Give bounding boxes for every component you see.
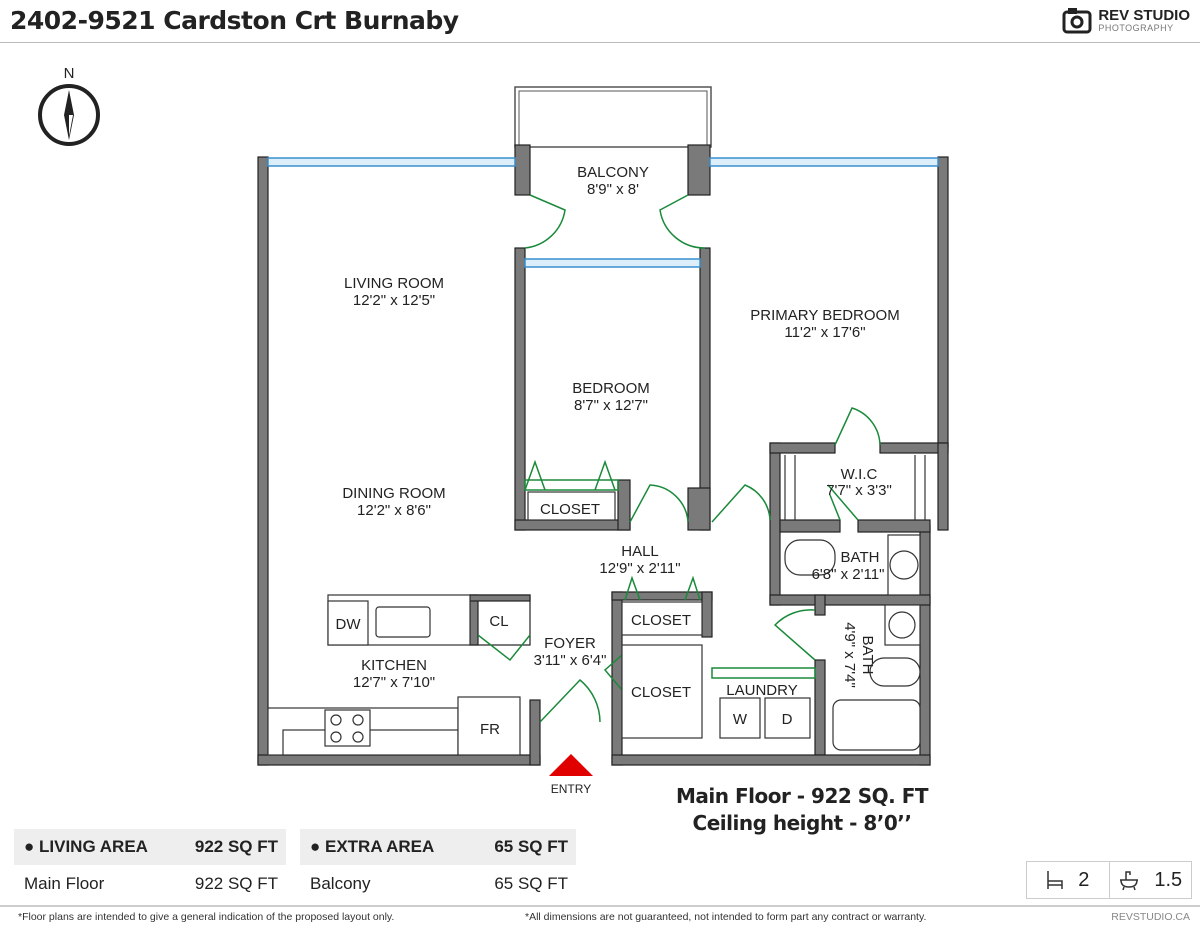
header-divider [0, 42, 1200, 43]
dishwasher-label: DW [336, 616, 362, 633]
room-name-hall: HALL [621, 543, 659, 560]
entry-arrow-icon [549, 754, 593, 776]
room-dims-kitchen: 12'7" x 7'10" [353, 674, 435, 691]
bedroom-count: 2 [1078, 868, 1090, 891]
fixtures [267, 455, 926, 756]
room-name-living: LIVING ROOM [344, 275, 444, 292]
bathtub-icon [1120, 871, 1139, 891]
cl-label: CL [489, 613, 508, 630]
room-dims-living: 12'2" x 12'5" [353, 292, 435, 309]
washer-label: W [733, 711, 748, 728]
logo-text: REV STUDIO [1098, 6, 1190, 24]
room-dims-bath2: 4'9" x 7'4" [841, 622, 858, 688]
row-label: Main Floor [24, 874, 105, 893]
living-area-header: ● LIVING AREA [24, 837, 148, 856]
room-name-bath: BATH [841, 549, 880, 566]
room-dims-bedroom: 8'7" x 12'7" [574, 397, 648, 414]
floor-summary: Main Floor - 922 SQ. FT Ceiling height -… [676, 783, 929, 837]
room-name-bedroom: BEDROOM [572, 380, 650, 397]
camera-icon [1062, 8, 1092, 34]
bathroom-count: 1.5 [1154, 868, 1183, 891]
page-title: 2402-9521 Cardston Crt Burnaby [10, 6, 459, 35]
floor-area-text: Main Floor - 922 SQ. FT [676, 784, 929, 808]
ceiling-height-text: Ceiling height - 8’0’’ [692, 811, 912, 835]
room-name-kitchen: KITCHEN [361, 657, 427, 674]
room-name-balcony: BALCONY [577, 164, 649, 181]
closet-label: CLOSET [540, 501, 600, 518]
room-dims-balcony: 8'9" x 8' [587, 181, 639, 198]
entry-label: ENTRY [551, 782, 591, 796]
extra-area-total: 65 SQ FT [494, 837, 568, 856]
room-dims-foyer: 3'11" x 6'4" [534, 652, 607, 669]
bed-icon [1047, 871, 1063, 889]
extra-area-header: ● EXTRA AREA [310, 837, 435, 856]
dryer-label: D [782, 711, 793, 728]
room-dims-primary: 11'2" x 17'6" [784, 324, 865, 341]
room-counts: 2 1.5 [1026, 861, 1192, 899]
row-value: 922 SQ FT [194, 874, 278, 893]
room-name-bath2: BATH [859, 636, 876, 675]
room-dims-hall: 12'9" x 2'11" [599, 560, 680, 577]
living-area-table: ● LIVING AREA 922 SQ FT Main Floor 922 SQ … [14, 829, 286, 903]
fridge-label: FR [480, 721, 500, 738]
room-labels: BALCONY 8'9" x 8' LIVING ROOM 12'2" x 12… [336, 164, 900, 738]
closet-label: CLOSET [631, 612, 691, 629]
windows [267, 157, 939, 268]
room-dims-bath: 6'8" x 2'11" [812, 566, 885, 583]
living-area-total: 922 SQ FT [194, 837, 278, 856]
room-dims-wic: 7'7" x 3'3" [826, 482, 892, 499]
footer-disclaimer-left: *Floor plans are intended to give a gene… [18, 911, 395, 923]
compass-label: N [64, 65, 75, 82]
row-label: Balcony [310, 874, 371, 893]
door-swings [477, 194, 881, 723]
room-name-wic: W.I.C [841, 466, 878, 483]
extra-area-table: ● EXTRA AREA 65 SQ FT Balcony 65 SQ FT [300, 829, 576, 903]
balcony-railing [514, 86, 712, 148]
room-name-laundry: LAUNDRY [726, 682, 797, 699]
room-name-primary: PRIMARY BEDROOM [750, 307, 899, 324]
compass-icon: N [38, 65, 100, 146]
closet-label: CLOSET [631, 684, 691, 701]
room-name-foyer: FOYER [544, 635, 596, 652]
footer-disclaimer-center: *All dimensions are not guaranteed, not … [525, 911, 927, 923]
walls [257, 144, 949, 766]
room-dims-dining: 12'2" x 8'6" [357, 502, 431, 519]
room-name-dining: DINING ROOM [342, 485, 445, 502]
row-value: 65 SQ FT [494, 874, 568, 893]
footer-website: REVSTUDIO.CA [1111, 911, 1190, 923]
logo-subtext: PHOTOGRAPHY [1098, 22, 1174, 33]
closet-bed [527, 491, 616, 521]
footer-divider [0, 905, 1200, 907]
